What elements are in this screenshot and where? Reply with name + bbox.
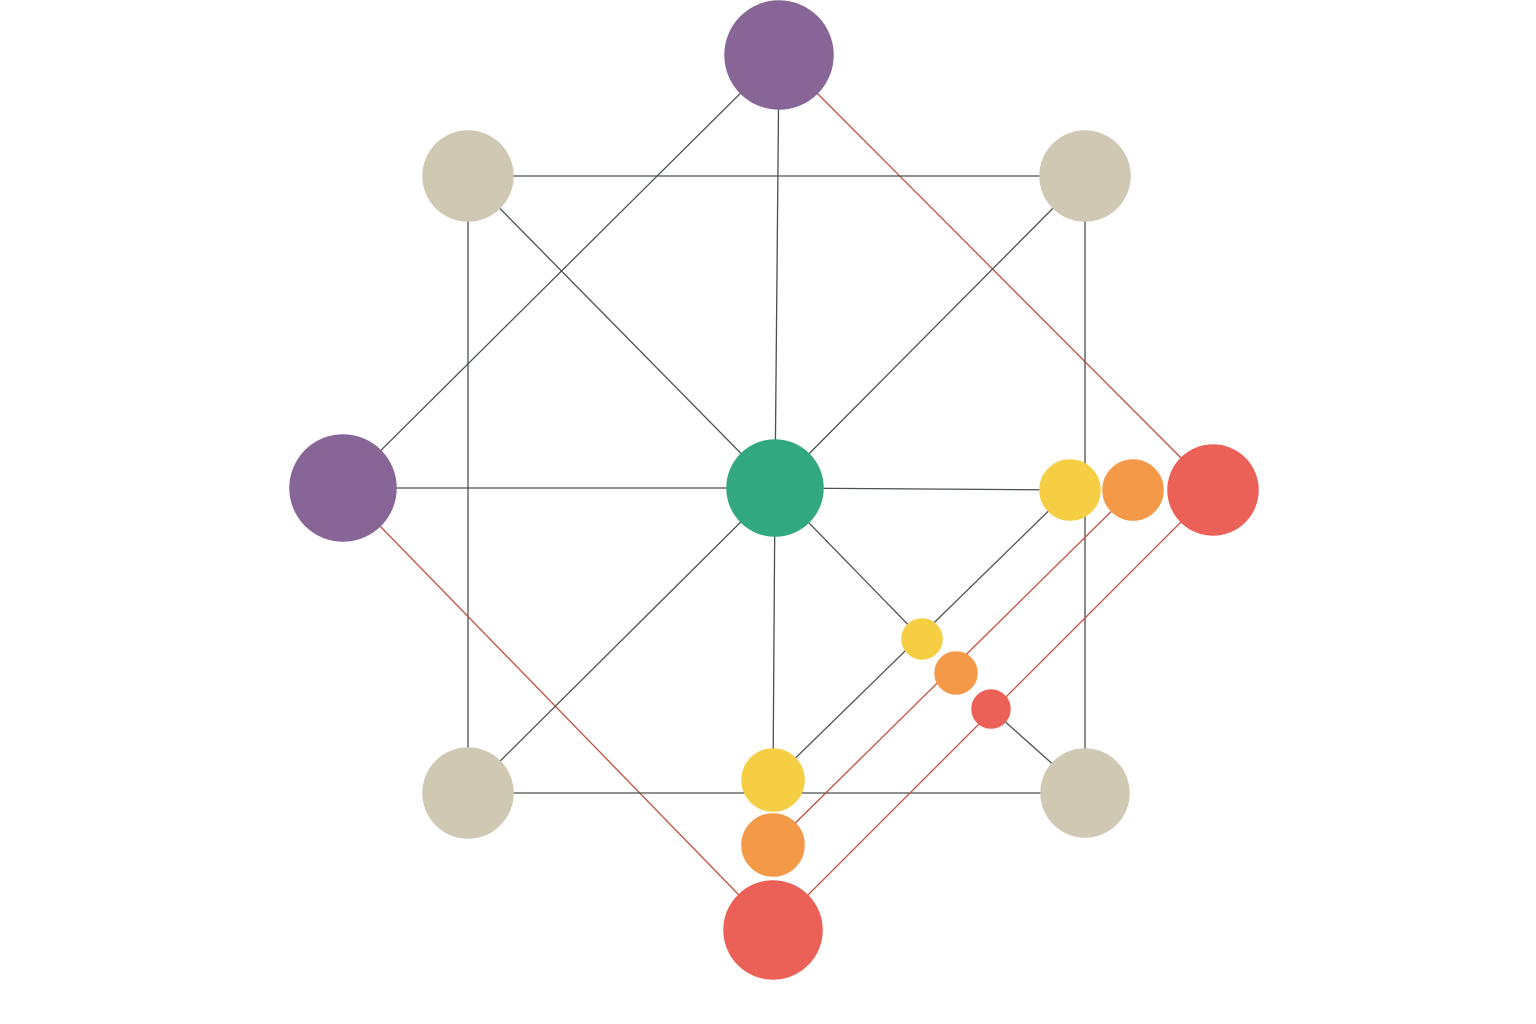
node-mid-yellow — [901, 618, 943, 660]
node-bottom-orange — [741, 813, 805, 877]
edge-top-center — [774, 54, 780, 489]
edge-left-bottom-red — [342, 487, 774, 931]
node-left — [289, 434, 397, 542]
edge-center-bottom-left — [467, 487, 776, 794]
node-right-yellow — [1039, 459, 1101, 521]
node-bottom-red — [723, 880, 823, 980]
node-top-right — [1039, 130, 1131, 222]
edge-center-right-yellow — [774, 487, 1071, 491]
edge-top-left-center — [467, 175, 776, 489]
nodes-layer — [289, 0, 1259, 980]
node-bottom-left — [422, 747, 514, 839]
edge-top-right-center — [774, 175, 1086, 489]
node-right-red — [1167, 444, 1259, 536]
node-bottom-yellow — [741, 748, 805, 812]
node-bottom-right — [1040, 748, 1130, 838]
edge-top-left — [342, 54, 780, 489]
node-right-orange — [1102, 459, 1164, 521]
node-mid-red — [971, 689, 1011, 729]
node-top-left — [422, 130, 514, 222]
node-top — [724, 0, 834, 110]
node-center — [726, 439, 824, 537]
edge-top-right-red — [778, 54, 1214, 491]
node-mid-orange — [934, 651, 978, 695]
